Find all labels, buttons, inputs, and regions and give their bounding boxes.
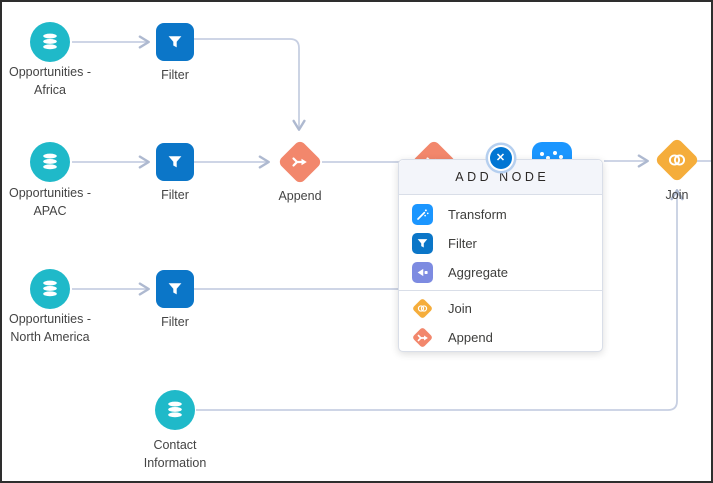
sparkle-dot (546, 156, 550, 160)
node-append[interactable] (277, 139, 323, 185)
menu-item-label: Filter (448, 236, 477, 251)
node-label-append: Append (278, 189, 322, 203)
sparkle-dot (540, 152, 544, 156)
append-icon (411, 326, 434, 349)
menu-item-aggregate[interactable]: Aggregate (399, 258, 602, 287)
edge-contact-join (196, 189, 684, 411)
menu-item-append[interactable]: Append (399, 323, 602, 352)
database-icon (43, 33, 57, 50)
node-contact-information[interactable] (155, 390, 195, 430)
filter-icon (168, 283, 182, 295)
close-button[interactable]: ✕ (489, 147, 512, 169)
node-opportunities-north-america[interactable] (30, 269, 70, 309)
database-icon (168, 401, 182, 418)
edge-filter1-append (194, 38, 306, 131)
menu-item-join[interactable]: Join (399, 294, 602, 323)
node-label-filter-africa: Filter (161, 68, 189, 82)
filter-icon (168, 36, 182, 48)
node-join[interactable] (654, 137, 700, 183)
menu-divider (399, 290, 602, 291)
node-label-filter-apac: Filter (161, 188, 189, 202)
node-opportunities-apac[interactable] (30, 142, 70, 182)
add-node-popup: ✕ ADD NODE Transform (398, 147, 603, 354)
node-opportunities-africa[interactable] (30, 22, 70, 62)
append-icon (292, 157, 307, 167)
menu-item-filter[interactable]: Filter (399, 229, 602, 258)
popup-menu: Transform Filter (399, 195, 602, 354)
popup-title: ADD NODE (455, 170, 550, 184)
close-icon: ✕ (495, 151, 506, 164)
node-label-join: Join (665, 188, 689, 202)
menu-item-transform[interactable]: Transform (399, 200, 602, 229)
transform-icon (412, 204, 433, 225)
node-label-opportunities-north-america: Opportunities - North America (9, 312, 91, 344)
node-filter-africa[interactable] (156, 23, 194, 61)
sparkle-dot (559, 155, 563, 159)
node-label-contact-information: Contact Information (143, 438, 207, 470)
join-icon (668, 154, 686, 166)
node-filter-apac[interactable] (156, 143, 194, 181)
node-label-opportunities-apac: Opportunities - APAC (9, 186, 91, 218)
menu-item-label: Join (448, 301, 472, 316)
aggregate-icon (412, 262, 433, 283)
node-filter-north-america[interactable] (156, 270, 194, 308)
join-icon (411, 297, 434, 320)
menu-item-label: Aggregate (448, 265, 508, 280)
filter-icon (168, 156, 182, 168)
database-icon (43, 153, 57, 170)
menu-item-label: Transform (448, 207, 507, 222)
node-label-opportunities-africa: Opportunities - Africa (9, 65, 91, 97)
sparkle-dot (553, 151, 557, 155)
filter-icon (412, 233, 433, 254)
menu-item-label: Append (448, 330, 493, 345)
database-icon (43, 280, 57, 297)
node-label-filter-north-america: Filter (161, 315, 189, 329)
